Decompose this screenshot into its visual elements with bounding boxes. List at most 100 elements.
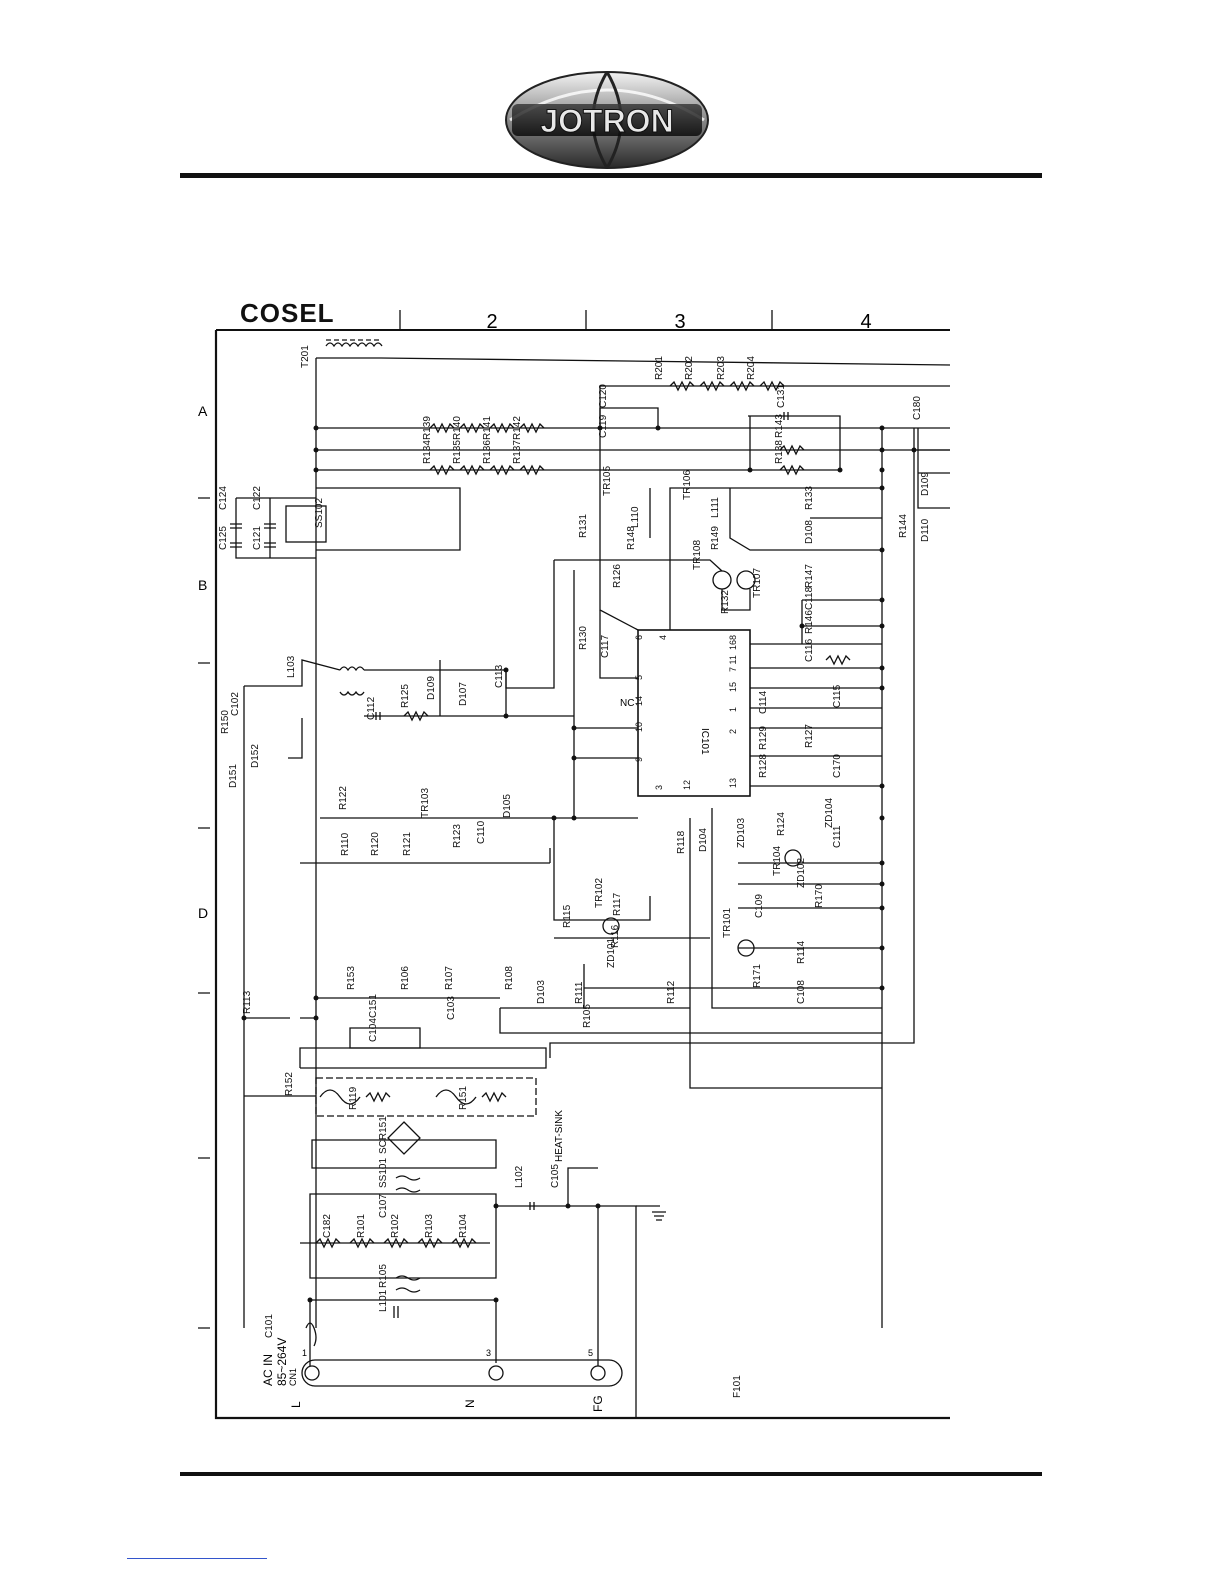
- component-label: R143: [774, 414, 785, 438]
- component-label: TR101: [722, 908, 733, 938]
- cosel-logo: COSEL: [240, 298, 335, 328]
- ic-pin-label: 2: [728, 729, 738, 734]
- component-label: R114: [796, 940, 807, 964]
- component-label: T201: [300, 345, 311, 368]
- component-label: ZD104: [824, 798, 835, 828]
- ic-pin-label: 8: [728, 635, 738, 640]
- component-label: R125: [400, 684, 411, 708]
- ic-pin-label: 14: [634, 696, 644, 706]
- jotron-logo-graphic: JOTRON: [505, 71, 709, 169]
- component-label: R120: [370, 832, 381, 856]
- component-label: TR103: [420, 788, 431, 818]
- component-label: C114: [758, 690, 769, 714]
- row-marker-d: D: [198, 905, 208, 921]
- footer-rule: [180, 1472, 1042, 1476]
- terminal-l: L: [289, 1401, 303, 1408]
- terminal-pin-1: 1: [302, 1348, 307, 1358]
- component-label: ZD103: [736, 818, 747, 848]
- component-label: R129: [758, 726, 769, 750]
- component-label: D110: [920, 518, 931, 542]
- component-label: ZD102: [796, 858, 807, 888]
- ic-pin-label: 9: [634, 757, 644, 762]
- component-label: R107: [444, 966, 455, 990]
- component-label: C107: [378, 1194, 389, 1218]
- header-rule: [180, 173, 1042, 178]
- component-label: TR108: [692, 540, 703, 570]
- component-label: L102: [514, 1165, 525, 1188]
- component-label: R133: [804, 486, 815, 510]
- component-label: R142: [512, 416, 523, 440]
- connector-name: CN1: [288, 1368, 298, 1386]
- ic-pin-label: 13: [728, 778, 738, 788]
- component-label: R170: [814, 884, 825, 908]
- component-label: R112: [666, 980, 677, 1004]
- component-label: L110: [630, 506, 641, 528]
- component-label: C116: [804, 638, 815, 662]
- component-label: TR102: [594, 878, 605, 908]
- component-label: C102: [230, 692, 241, 716]
- component-label: L111: [710, 497, 721, 518]
- component-label: R138: [774, 440, 785, 464]
- component-label: R151: [458, 1086, 469, 1110]
- terminal-fg: FG: [591, 1395, 605, 1412]
- component-label: R127: [804, 724, 815, 748]
- component-label: D103: [536, 980, 547, 1004]
- component-label: C113: [494, 664, 505, 688]
- component-label: C110: [476, 820, 487, 844]
- component-label: R105: [582, 1004, 593, 1028]
- component-label: R123: [452, 824, 463, 848]
- component-label: D107: [458, 682, 469, 706]
- column-marker-2: 2: [486, 311, 497, 333]
- terminal-n: N: [463, 1399, 477, 1408]
- component-label: R122: [338, 786, 349, 810]
- ic-pin-label: 15: [728, 682, 738, 692]
- terminal-pin-3: 3: [486, 1348, 491, 1358]
- row-marker-a: A: [198, 403, 208, 419]
- ic-pin-label: 1: [728, 707, 738, 712]
- component-label: R148: [626, 526, 637, 550]
- component-label: TR107: [752, 568, 763, 598]
- component-label: C103: [446, 996, 457, 1020]
- ic-pin-label: 12: [682, 780, 692, 790]
- component-label: R113: [242, 990, 253, 1014]
- column-marker-4: 4: [860, 311, 871, 333]
- component-label: D108: [804, 520, 815, 544]
- ic-pin-label: 7 11: [728, 655, 738, 672]
- component-label: C180: [912, 396, 923, 420]
- component-label: C104: [368, 1018, 379, 1042]
- ic-pin-label: 6: [634, 635, 644, 640]
- component-label: R131: [578, 514, 589, 538]
- component-label: SS102: [314, 498, 325, 528]
- component-label: R153: [346, 966, 357, 990]
- component-label: C115: [832, 684, 843, 708]
- component-label: C118: [804, 586, 815, 610]
- component-label: R118: [676, 830, 687, 854]
- component-label: R126: [612, 564, 623, 588]
- component-label: C117: [600, 634, 611, 658]
- footnote-separator: [127, 1558, 267, 1559]
- component-label: C112: [366, 696, 377, 720]
- power-supply-schematic: T201R201R202R203R204C120C131C119R139R140…: [198, 298, 950, 1420]
- component-label: TR105: [602, 466, 613, 496]
- component-label: R121: [402, 832, 413, 856]
- component-label: R124: [776, 812, 787, 836]
- component-label: C101: [264, 1314, 275, 1338]
- component-label: R137: [512, 440, 523, 464]
- component-label: R105: [378, 1264, 389, 1288]
- component-label: R115: [562, 904, 573, 928]
- component-label: R103: [424, 1214, 435, 1238]
- component-label: D109: [920, 472, 931, 496]
- component-label: SCR151: [378, 1116, 389, 1154]
- component-label: R128: [758, 754, 769, 778]
- component-label: C121: [252, 526, 263, 550]
- ac-in-range: 85~264V: [275, 1338, 289, 1386]
- component-label: R104: [458, 1214, 469, 1238]
- component-label: R171: [752, 964, 763, 988]
- component-label: R136: [482, 440, 493, 464]
- ac-in-title: AC IN: [261, 1354, 275, 1386]
- component-label: F101: [732, 1375, 743, 1398]
- component-label: R132: [720, 590, 731, 614]
- component-label: C125: [218, 526, 229, 550]
- component-label: ZD101: [606, 938, 617, 968]
- component-label: R116: [610, 924, 621, 948]
